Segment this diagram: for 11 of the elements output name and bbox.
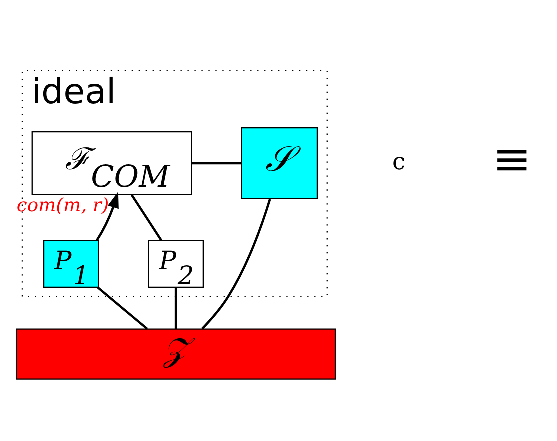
label: c [392,148,406,176]
edge-label: com(m, r) [16,195,110,216]
connector [97,286,148,330]
connector [192,162,242,165]
connector [131,194,163,242]
node-box: 𝒵 [16,328,336,380]
connector [174,287,178,330]
arrow [96,192,119,242]
node-box: 𝒮 [241,127,318,200]
connector [201,199,272,330]
label: ≡ [492,132,532,186]
